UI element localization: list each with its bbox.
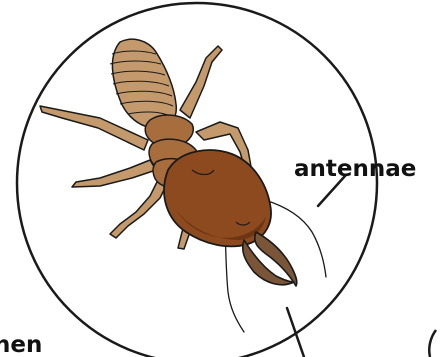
antenna-right [265,200,326,277]
termite-head [164,150,271,246]
abdomen-label-partial: nen [0,332,42,357]
antennae-label: antennae [294,156,416,182]
lower-pointer-line [287,308,304,357]
leg-front-right [180,46,222,118]
leg-middle-left [72,160,156,187]
partial-figure-edge [429,330,436,357]
label-lines [287,176,345,357]
leg-rear-left [110,176,168,238]
